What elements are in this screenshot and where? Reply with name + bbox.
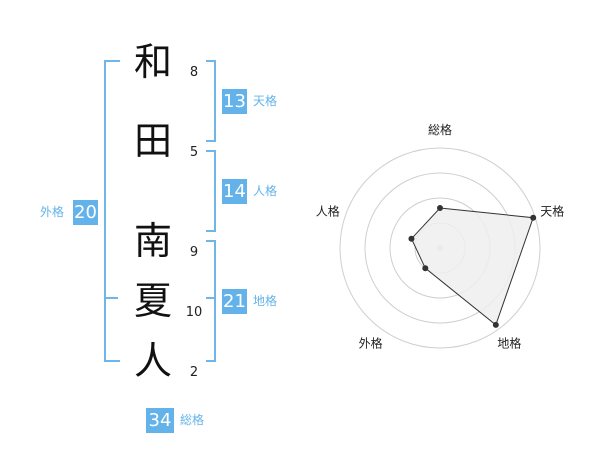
chikaku-value-badge: 21 xyxy=(222,289,247,314)
radar-axis-label-3: 地格 xyxy=(497,336,521,351)
chikaku-bracket-tick xyxy=(206,297,216,299)
name-char-5: 人 xyxy=(133,339,172,383)
radar-axis-label-4: 外格 xyxy=(359,336,383,351)
chikaku-bracket xyxy=(206,240,216,362)
chikaku-label: 地格 xyxy=(253,294,278,308)
jinkaku-label: 人格 xyxy=(253,184,278,198)
jinkaku-value-badge: 14 xyxy=(222,179,247,204)
soukaku-label: 総格 xyxy=(180,413,205,427)
jinkaku-bracket xyxy=(206,150,216,232)
name-char-4: 夏 xyxy=(133,279,172,323)
name-char-1: 和 xyxy=(133,40,172,84)
name-char-2: 田 xyxy=(133,119,172,163)
gaikaku-value-badge: 20 xyxy=(73,200,98,225)
radar-ring-4 xyxy=(339,147,541,349)
tenkaku-bracket xyxy=(206,60,216,142)
radar-point-2 xyxy=(530,214,537,221)
name-char-3: 南 xyxy=(133,219,172,263)
radar-point-4 xyxy=(422,265,429,272)
tenkaku-value-badge: 13 xyxy=(222,89,247,114)
stroke-count-3: 9 xyxy=(189,245,199,260)
radar-axis-label-1: 総格 xyxy=(428,122,452,137)
gaikaku-bracket xyxy=(104,60,120,362)
tenkaku-label: 天格 xyxy=(253,94,278,108)
soukaku-value-badge: 34 xyxy=(146,408,174,433)
radar-point-3 xyxy=(492,321,499,328)
radar-axis-label-5: 人格 xyxy=(316,204,340,219)
radar-axis-label-2: 天格 xyxy=(540,204,564,219)
radar-point-1 xyxy=(437,205,443,211)
stroke-count-4: 10 xyxy=(185,305,203,320)
stroke-count-2: 5 xyxy=(189,145,199,160)
gaikaku-bracket-tick xyxy=(104,297,118,299)
stroke-count-5: 2 xyxy=(189,365,199,380)
radar-series-area xyxy=(410,207,534,326)
stroke-count-1: 8 xyxy=(189,65,199,80)
radar-point-5 xyxy=(408,235,415,242)
gaikaku-label: 外格 xyxy=(40,205,65,219)
